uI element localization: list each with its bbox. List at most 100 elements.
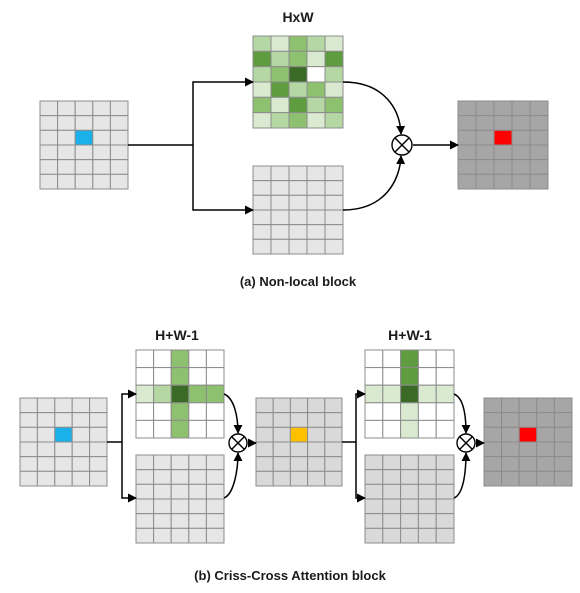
grid-cell (536, 397, 555, 414)
grid-cell (536, 426, 555, 443)
grid-cell (511, 100, 531, 117)
grid-cell (364, 402, 384, 421)
grid-cell (364, 419, 384, 439)
grid-cell (252, 224, 272, 240)
grid-cell (289, 470, 309, 487)
grid-cell (306, 209, 326, 226)
grid-cell (252, 96, 272, 114)
grid-cell (188, 402, 207, 421)
grid-cell (364, 367, 384, 386)
grid-cell (252, 50, 272, 68)
grid-cell (252, 238, 272, 255)
grid-cell (493, 115, 513, 131)
grid-cell (536, 441, 555, 458)
grid-cell (252, 180, 272, 196)
grid-cell (382, 498, 402, 515)
grid-cell (307, 470, 326, 487)
grid-cell (529, 144, 549, 161)
grid-cell (188, 454, 207, 471)
grid-cell (205, 527, 225, 544)
hw1-title-1: H+W-1 (155, 327, 199, 343)
grid-cell (324, 397, 343, 414)
grid-cell (483, 412, 503, 428)
a-attention-map-grid (252, 35, 344, 129)
grid-cell (135, 349, 155, 369)
grid-cell (153, 454, 172, 471)
grid-cell (255, 441, 274, 458)
grid-cell (255, 470, 274, 487)
grid-cell (272, 426, 291, 443)
grid-cell (417, 454, 437, 471)
grid-cell (89, 441, 108, 458)
grid-cell (39, 100, 59, 117)
grid-cell (74, 173, 94, 190)
grid-cell (457, 129, 477, 146)
grid-cell (36, 441, 56, 458)
grid-cell (501, 426, 520, 443)
grid-cell (188, 419, 207, 439)
grid-cell (553, 397, 573, 414)
grid-cell (501, 412, 520, 428)
b-multiply-operator-1 (228, 433, 248, 453)
grid-cell (170, 402, 190, 421)
grid-cell (109, 173, 129, 190)
grid-cell (71, 397, 91, 414)
grid-cell (457, 144, 477, 161)
grid-cell (288, 50, 308, 68)
grid-cell (307, 397, 326, 414)
grid-cell (153, 469, 172, 485)
grid-cell (19, 470, 38, 487)
grid-cell (170, 527, 190, 544)
grid-cell (255, 456, 274, 472)
grid-cell (417, 498, 437, 515)
grid-cell (188, 513, 207, 529)
grid-cell (74, 129, 94, 146)
grid-cell (205, 419, 225, 439)
grid-cell (306, 96, 326, 114)
a-input-feature-grid (39, 100, 129, 190)
grid-cell (324, 209, 344, 226)
grid-cell (307, 412, 326, 428)
grid-cell (170, 367, 190, 386)
grid-cell (518, 456, 538, 472)
grid-cell (54, 397, 73, 414)
grid-cell (135, 367, 155, 386)
grid-cell (324, 194, 344, 211)
grid-cell (306, 112, 326, 129)
grid-cell (501, 456, 520, 472)
grid-cell (483, 470, 503, 487)
b-input-feature-grid (19, 397, 108, 487)
grid-cell (288, 81, 308, 98)
grid-cell (74, 144, 94, 161)
grid-cell (89, 397, 108, 414)
grid-cell (417, 349, 437, 369)
grid-cell (382, 483, 402, 500)
grid-cell (457, 159, 477, 175)
grid-cell (417, 513, 437, 529)
grid-cell (324, 238, 344, 255)
grid-cell (553, 470, 573, 487)
grid-cell (417, 402, 437, 421)
grid-cell (135, 419, 155, 439)
grid-cell (39, 115, 59, 131)
grid-cell (135, 402, 155, 421)
grid-cell (92, 100, 111, 117)
a-multiply-operator (391, 134, 413, 156)
b-intermediate-feature-grid (255, 397, 343, 487)
grid-cell (511, 159, 531, 175)
grid-cell (511, 129, 531, 146)
grid-cell (501, 397, 520, 414)
grid-cell (501, 441, 520, 458)
grid-cell (529, 100, 549, 117)
grid-cell (170, 419, 190, 439)
grid-cell (270, 96, 290, 114)
grid-cell (153, 483, 172, 500)
grid-cell (518, 397, 538, 414)
grid-cell (518, 426, 538, 443)
grid-cell (57, 159, 76, 175)
grid-cell (382, 349, 402, 369)
grid-cell (553, 412, 573, 428)
grid-cell (153, 498, 172, 515)
b-value-feature-grid-2 (364, 454, 455, 544)
grid-cell (501, 470, 520, 487)
